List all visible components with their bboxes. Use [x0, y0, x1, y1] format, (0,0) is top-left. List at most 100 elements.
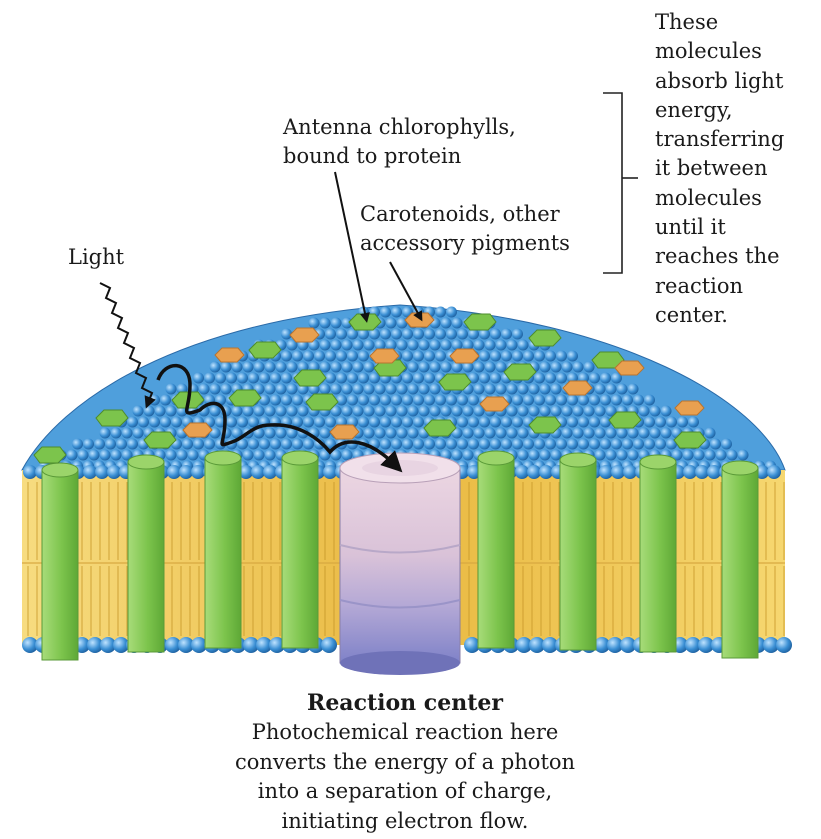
lipid-head: [556, 373, 567, 384]
lipid-head: [281, 439, 292, 450]
lipid-head: [413, 417, 424, 428]
pillar-top: [42, 463, 78, 477]
lipid-head: [281, 351, 292, 362]
side-note-line: reaction: [655, 272, 784, 301]
side-note-line: reaches the: [655, 242, 784, 271]
lipid-head: [512, 395, 523, 406]
lipid-head: [237, 373, 248, 384]
lipid-head: [446, 329, 457, 340]
lipid-head: [457, 395, 468, 406]
lipid-head: [303, 417, 314, 428]
rc-desc-line: initiating electron flow.: [200, 807, 610, 837]
lipid-head: [232, 406, 243, 417]
lipid-head: [127, 417, 138, 428]
lipid-head: [347, 373, 358, 384]
lipid-head: [424, 395, 435, 406]
lipid-head: [386, 318, 397, 329]
lipid-head: [633, 439, 644, 450]
lipid-head: [347, 351, 358, 362]
lipid-head: [523, 395, 534, 406]
lipid-head: [430, 406, 441, 417]
lipid-head: [573, 362, 584, 373]
lipid-head: [243, 362, 254, 373]
lipid-head: [529, 450, 540, 461]
lipid-head: [221, 362, 232, 373]
lipid-head: [287, 362, 298, 373]
lipid-head: [435, 329, 446, 340]
lipid-head: [628, 428, 639, 439]
carotenoid-patch: [215, 348, 244, 362]
lipid-head: [193, 373, 204, 384]
lipid-head: [479, 351, 490, 362]
lipid-head: [490, 373, 501, 384]
reaction-center-description: Photochemical reaction here converts the…: [200, 718, 610, 836]
lipid-head: [353, 340, 364, 351]
lipid-head: [578, 439, 589, 450]
lipid-head: [243, 406, 254, 417]
lipid-head: [107, 465, 121, 479]
side-note-line: molecules: [655, 37, 784, 66]
lipid-head: [402, 417, 413, 428]
lipid-head: [595, 406, 606, 417]
lipid-head: [391, 307, 402, 318]
lipid-head: [446, 395, 457, 406]
lipid-head: [331, 318, 342, 329]
lipid-head: [292, 395, 303, 406]
lipid-head: [67, 450, 78, 461]
lipid-head: [545, 373, 556, 384]
lipid-head: [474, 340, 485, 351]
lipid-head: [515, 465, 529, 479]
carotenoid-patch: [330, 425, 359, 439]
lipid-head: [611, 465, 625, 479]
lipid-head: [419, 384, 430, 395]
lipid-head: [452, 318, 463, 329]
lipid-head: [391, 395, 402, 406]
lipid-head: [512, 329, 523, 340]
lipid-head: [287, 406, 298, 417]
lipid-head: [325, 351, 336, 362]
lipid-head: [507, 340, 518, 351]
carotenoid-patch: [183, 423, 212, 437]
lipid-head: [210, 406, 221, 417]
lipid-head: [402, 329, 413, 340]
lipid-head: [639, 428, 650, 439]
lipid-head: [584, 428, 595, 439]
lipid-head: [353, 406, 364, 417]
lipid-head: [375, 406, 386, 417]
lipid-head: [424, 329, 435, 340]
protein-pillar: [42, 470, 78, 660]
lipid-head: [116, 439, 127, 450]
lipid-head: [595, 428, 606, 439]
lipid-head: [600, 417, 611, 428]
lipid-head: [441, 362, 452, 373]
lipid-head: [204, 373, 215, 384]
lipid-head: [380, 417, 391, 428]
lipid-head: [171, 417, 182, 428]
side-note-line: molecules: [655, 184, 784, 213]
lipid-head: [512, 439, 523, 450]
carotenoid-patch: [480, 397, 509, 411]
lipid-head: [226, 417, 237, 428]
lipid-head: [611, 439, 622, 450]
lipid-head: [314, 351, 325, 362]
lipid-head: [562, 406, 573, 417]
lipid-head: [539, 465, 553, 479]
lipid-head: [325, 373, 336, 384]
side-note-line: it between: [655, 154, 784, 183]
lipid-head: [584, 406, 595, 417]
lipid-head: [441, 318, 452, 329]
lipid-head: [144, 406, 155, 417]
lipid-head: [545, 395, 556, 406]
rc-desc-line: into a separation of charge,: [200, 777, 610, 807]
lipid-head: [276, 384, 287, 395]
lipid-head: [303, 351, 314, 362]
lipid-head: [254, 406, 265, 417]
lipid-head: [573, 428, 584, 439]
lipid-head: [380, 329, 391, 340]
lipid-head: [347, 395, 358, 406]
lipid-head: [457, 417, 468, 428]
lipid-head: [501, 351, 512, 362]
lipid-head: [397, 406, 408, 417]
lipid-head: [353, 362, 364, 373]
carotenoid-patch: [615, 361, 644, 375]
